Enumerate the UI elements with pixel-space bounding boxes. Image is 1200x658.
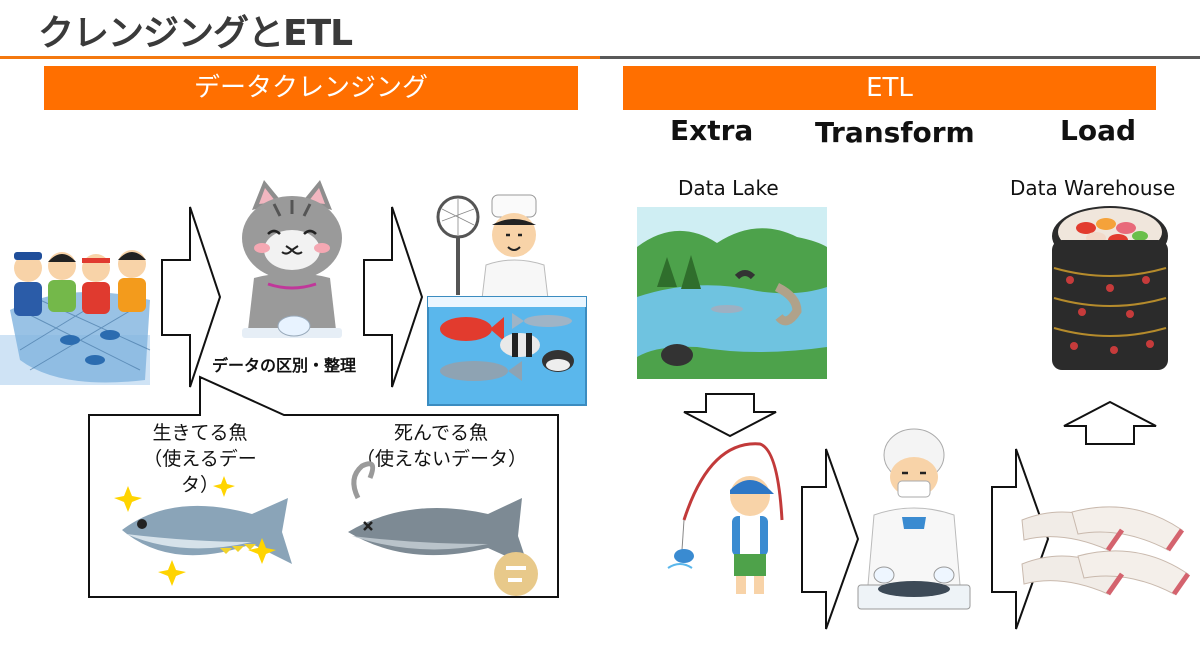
title-underline-accent [0, 56, 600, 59]
dead-salmon-illustration [348, 461, 538, 596]
cleansing-banner: データクレンジング [44, 66, 578, 110]
stage-extract-label: Extra [670, 114, 754, 147]
stage-load-label: Load [1060, 114, 1137, 147]
arrow-up-load [1063, 400, 1157, 445]
fishing-boy-illustration [667, 442, 784, 594]
dead-fish-caption: 死んでる魚 （使えないデータ） [356, 420, 528, 472]
live-fish-caption: 生きてる魚 （使えるデータ） [130, 420, 270, 498]
page-title: クレンジングとETL [38, 13, 353, 54]
tuna-illustration [114, 476, 292, 586]
arrow-right-1 [161, 206, 222, 388]
data-warehouse-label: Data Warehouse [1010, 176, 1176, 200]
cleansing-step-label: データの区別・整理 [212, 356, 357, 375]
stage-transform-label: Transform [815, 116, 975, 149]
fishermen-net-illustration [0, 250, 151, 385]
cat-illustration [242, 180, 342, 338]
arrow-right-2 [363, 206, 424, 388]
live-fish-note: （使えるデータ） [143, 448, 257, 496]
arrow-down-extract [683, 393, 777, 438]
title-underline-dark [600, 56, 1200, 59]
lake-illustration [637, 207, 827, 379]
sushi-box-illustration [1052, 206, 1168, 370]
dead-fish-note: （使えないデータ） [356, 448, 528, 470]
data-lake-label: Data Lake [678, 176, 779, 200]
arrow-right-4 [991, 448, 1050, 630]
etl-banner: ETL [623, 66, 1156, 110]
live-fish-title: 生きてる魚 [152, 422, 248, 444]
dead-fish-title: 死んでる魚 [393, 422, 489, 444]
sashimi-illustration [1021, 506, 1191, 596]
chef-aquarium-illustration [427, 194, 587, 406]
arrow-right-3 [801, 448, 860, 630]
butcher-illustration [857, 428, 971, 610]
